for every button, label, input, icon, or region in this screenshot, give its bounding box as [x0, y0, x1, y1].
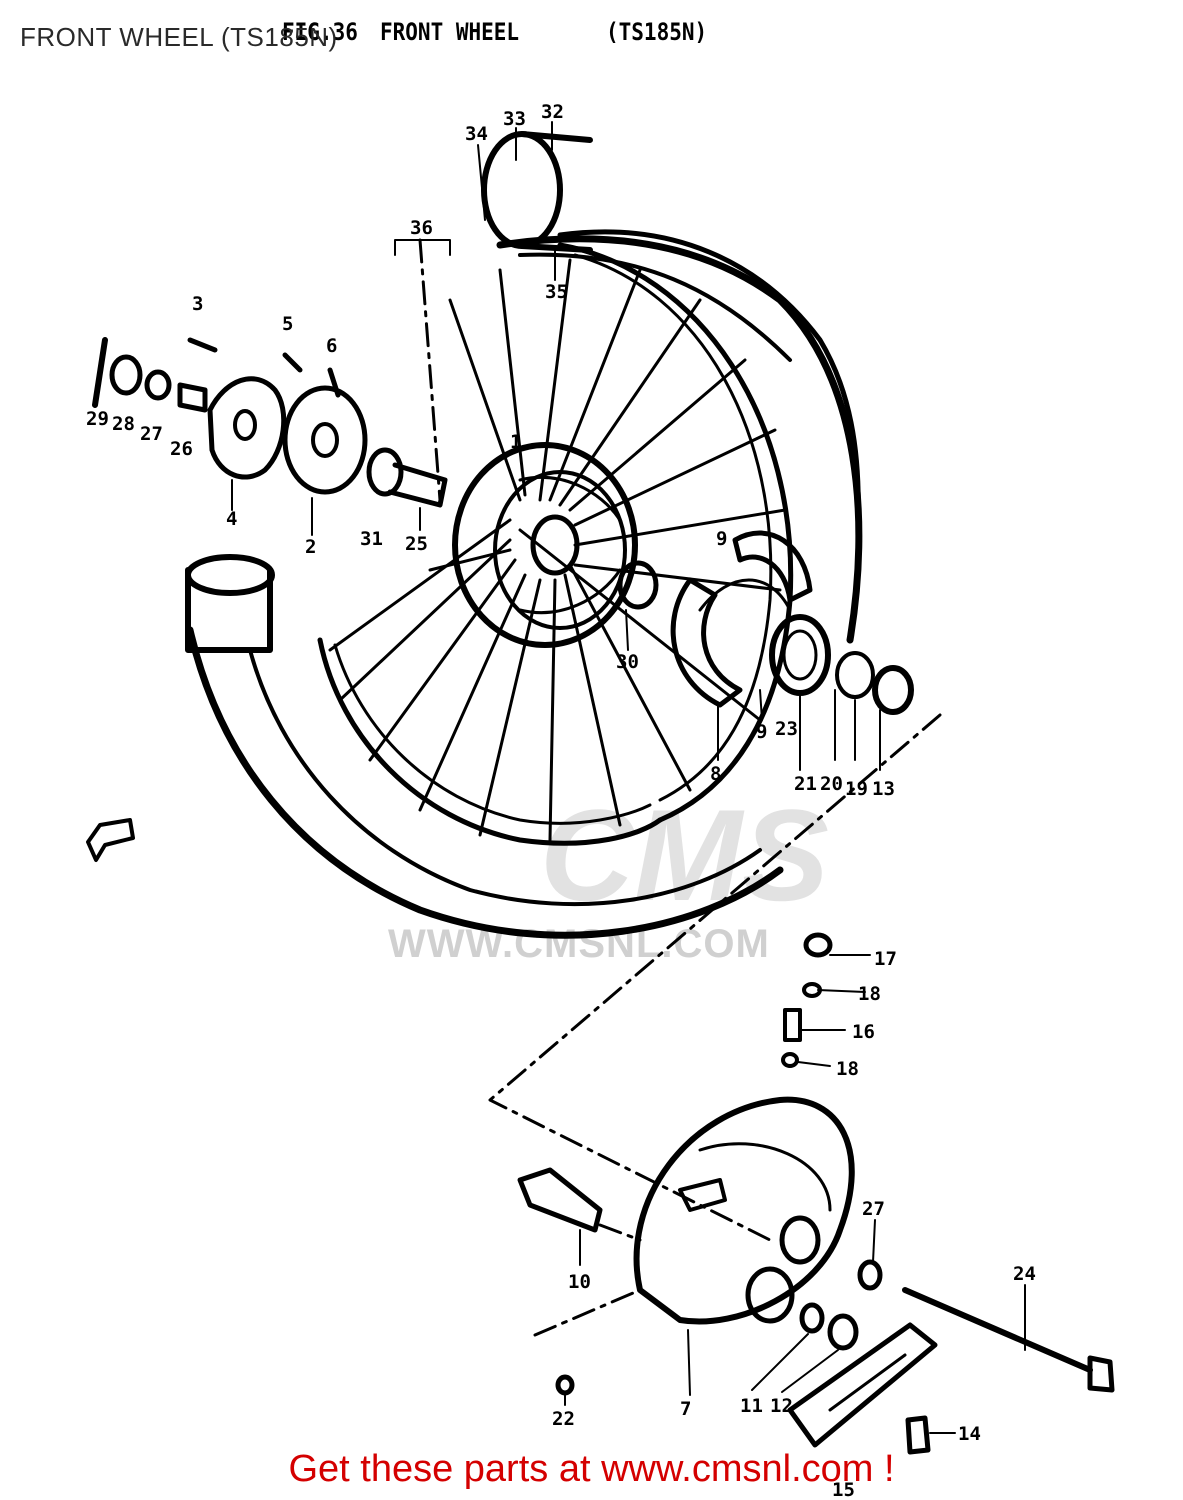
part-label-28: 28 [112, 413, 135, 435]
part-label-13: 13 [872, 778, 895, 800]
part-label-17: 17 [874, 948, 897, 970]
part-label-22: 22 [552, 1408, 575, 1430]
part-label-14: 14 [958, 1423, 981, 1445]
cta-banner: Get these parts at www.cmsnl.com ! [0, 1448, 1183, 1491]
part-label-4: 4 [226, 508, 237, 530]
part-label-20: 20 [820, 773, 843, 795]
part-label-3: 3 [192, 293, 203, 315]
hub-drawing [452, 442, 659, 648]
part-label-27: 27 [140, 423, 163, 445]
part-label-9-upper: 9 [716, 528, 727, 550]
part-label-25: 25 [405, 533, 428, 555]
rim-drawing [317, 242, 794, 846]
assembly-lines [418, 238, 942, 1337]
part-label-9-lower: 9 [756, 721, 767, 743]
cta-link[interactable]: Get these parts at www.cmsnl.com ! [288, 1448, 895, 1490]
page-title: FRONT WHEEL (TS185N) [20, 22, 338, 52]
part-label-16: 16 [852, 1021, 875, 1043]
part-label-30: 30 [616, 651, 639, 673]
part-label-29: 29 [86, 408, 109, 430]
part-label-10: 10 [568, 1271, 591, 1293]
tire-drawing [185, 131, 863, 939]
part-label-7: 7 [680, 1398, 691, 1420]
part-label-18-lower: 18 [836, 1058, 859, 1080]
part-label-2: 2 [305, 536, 316, 558]
sprocket-parts-drawing [92, 337, 448, 508]
figure-model: (TS185N) [606, 18, 708, 46]
part-label-35: 35 [545, 281, 568, 303]
part-label-36: 36 [410, 217, 433, 239]
brake-panel-drawing [517, 932, 1115, 1455]
part-number-labels: 34 33 32 36 35 3 5 6 29 28 27 26 4 2 31 … [86, 101, 1036, 1500]
part-label-32: 32 [541, 101, 564, 123]
part-label-8: 8 [710, 763, 721, 785]
part-label-1: 1 [510, 431, 521, 453]
part-label-5: 5 [282, 313, 293, 335]
watermark-url: WWW.CMSNL.COM [388, 922, 770, 966]
direction-arrow-icon [86, 818, 135, 862]
part-label-11: 11 [740, 1395, 763, 1417]
figure-title: FRONT WHEEL [380, 18, 520, 46]
part-label-19: 19 [845, 778, 868, 800]
part-label-26: 26 [170, 438, 193, 460]
figure-number: FIG.36 [282, 18, 358, 46]
part-label-34: 34 [465, 123, 488, 145]
part-label-23: 23 [775, 718, 798, 740]
part-label-6: 6 [326, 335, 337, 357]
part-label-21: 21 [794, 773, 817, 795]
part-label-33: 33 [503, 108, 526, 130]
part-label-18-upper: 18 [858, 983, 881, 1005]
part-label-15: 15 [832, 1479, 855, 1500]
brake-shoe-drawing [670, 530, 914, 715]
part-label-12: 12 [770, 1395, 793, 1417]
part-label-27-lower: 27 [862, 1198, 885, 1220]
part-label-24: 24 [1013, 1263, 1036, 1285]
part-label-31: 31 [360, 528, 383, 550]
leader-lines [231, 121, 1026, 1434]
